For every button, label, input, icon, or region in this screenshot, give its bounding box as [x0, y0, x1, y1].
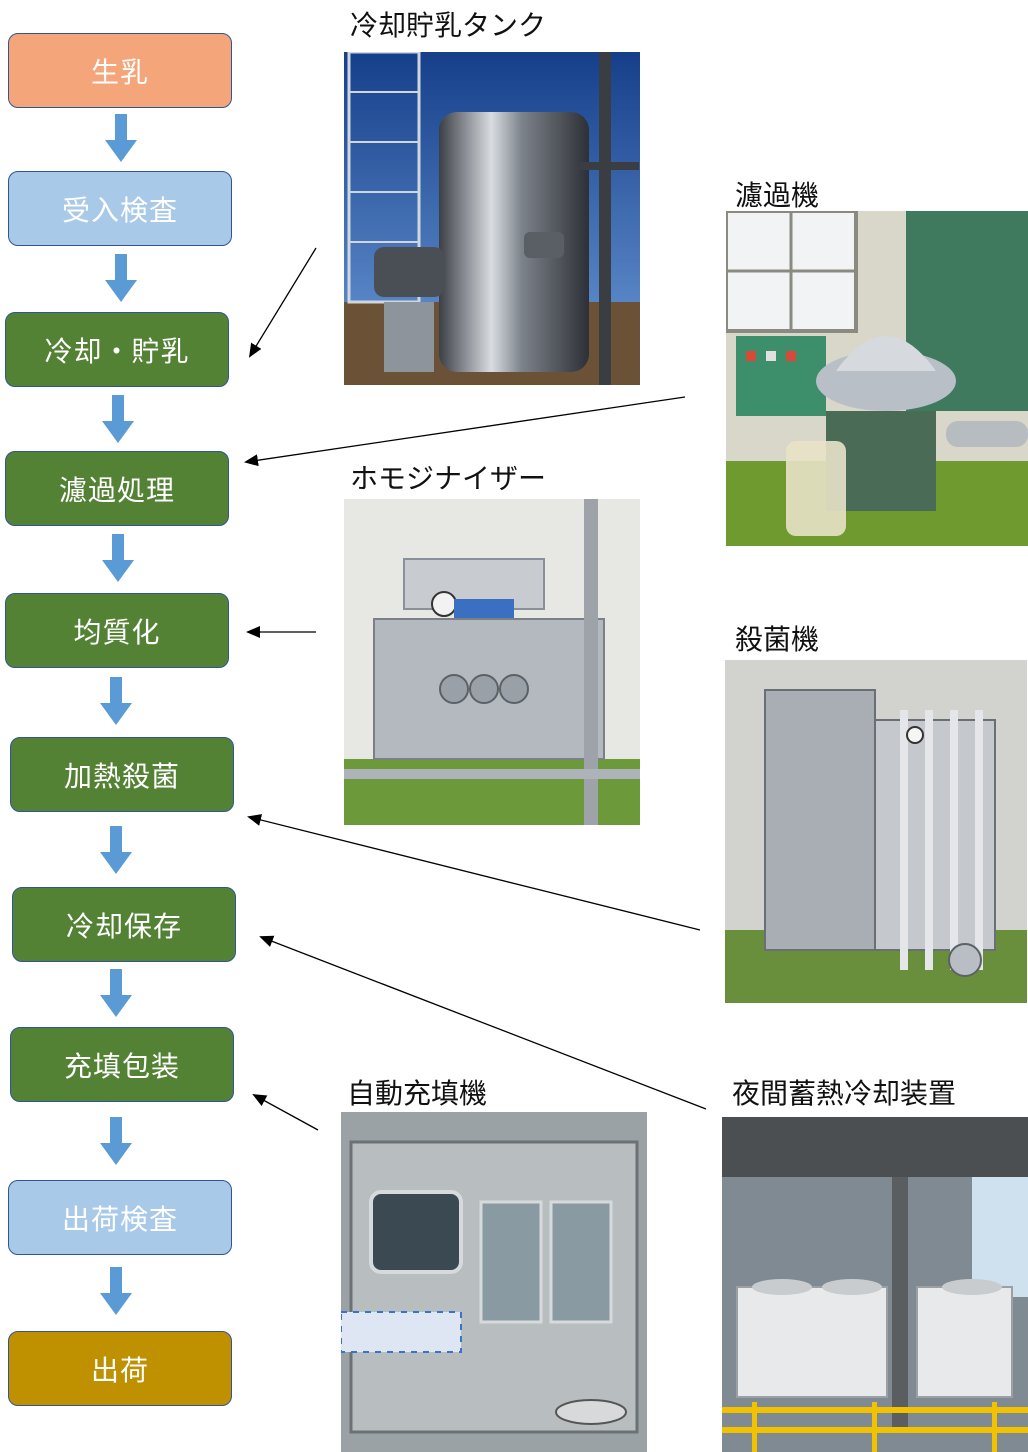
caption-auto-filler: 自動充填機 [347, 1077, 488, 1110]
step-label: 出荷 [90, 1353, 149, 1387]
caption-night-cooling: 夜間蓄熱冷却装置 [732, 1077, 957, 1110]
pointer-sterilizer [247, 814, 701, 931]
down-arrow-icon [105, 114, 137, 162]
pointer-auto-filler [252, 1094, 319, 1131]
step-cold-storage: 冷却保存 [12, 887, 236, 962]
down-arrow-icon [100, 826, 132, 874]
step-label: 加熱殺菌 [63, 759, 180, 793]
step-label: 濾過処理 [58, 473, 175, 507]
caption-filter-machine: 濾過機 [735, 179, 820, 212]
homogenizer-photo [344, 499, 640, 825]
caption-homogenizer: ホモジナイザー [350, 462, 547, 495]
step-label: 受入検査 [61, 193, 178, 227]
storage-tank-photo [344, 52, 640, 385]
down-arrow-icon [100, 1267, 132, 1315]
caption-cooling-tank: 冷却貯乳タンク [350, 9, 547, 42]
down-arrow-icon [105, 254, 137, 302]
step-receiving-inspection: 受入検査 [8, 171, 232, 246]
down-arrow-icon [100, 1117, 132, 1165]
down-arrow-icon [100, 969, 132, 1017]
step-filtration: 濾過処理 [5, 451, 229, 526]
pointer-filter-machine [244, 396, 686, 467]
step-heat-sterilization: 加熱殺菌 [10, 737, 234, 812]
step-label: 冷却・貯乳 [44, 334, 190, 368]
down-arrow-icon [102, 534, 134, 582]
step-label: 充填包装 [63, 1049, 180, 1083]
step-raw-milk: 生乳 [8, 33, 232, 108]
step-label: 冷却保存 [65, 909, 182, 943]
chiller-unit-photo [722, 1117, 1028, 1452]
step-label: 出荷検査 [61, 1202, 178, 1236]
down-arrow-icon [102, 395, 134, 443]
step-label: 生乳 [90, 55, 149, 89]
step-filling-packaging: 充填包装 [10, 1027, 234, 1102]
step-cooling-storage: 冷却・貯乳 [5, 312, 229, 387]
step-shipping-inspection: 出荷検査 [8, 1180, 232, 1255]
caption-sterilizer: 殺菌機 [735, 623, 820, 656]
plate-sterilizer-photo [725, 660, 1027, 1003]
filling-machine-photo [341, 1112, 647, 1452]
pointer-cooling-tank [248, 247, 317, 358]
step-shipping: 出荷 [8, 1331, 232, 1406]
down-arrow-icon [100, 677, 132, 725]
step-homogenization: 均質化 [5, 593, 229, 668]
centrifugal-filter-photo [726, 211, 1028, 546]
step-label: 均質化 [73, 615, 161, 649]
